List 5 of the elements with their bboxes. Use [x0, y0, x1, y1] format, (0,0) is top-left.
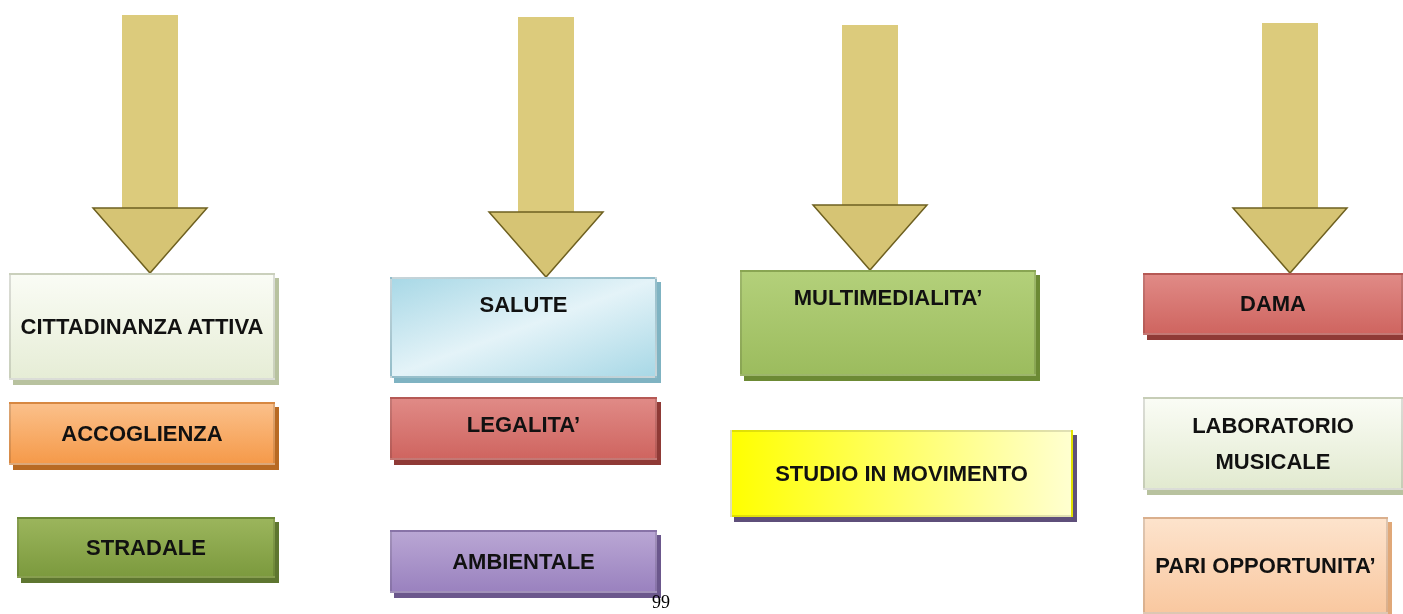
block-arrow — [92, 15, 208, 274]
page-number: 99 — [652, 592, 670, 613]
block-arrow — [812, 25, 928, 271]
block-arrow — [1232, 23, 1348, 274]
block-arrow — [488, 17, 604, 278]
